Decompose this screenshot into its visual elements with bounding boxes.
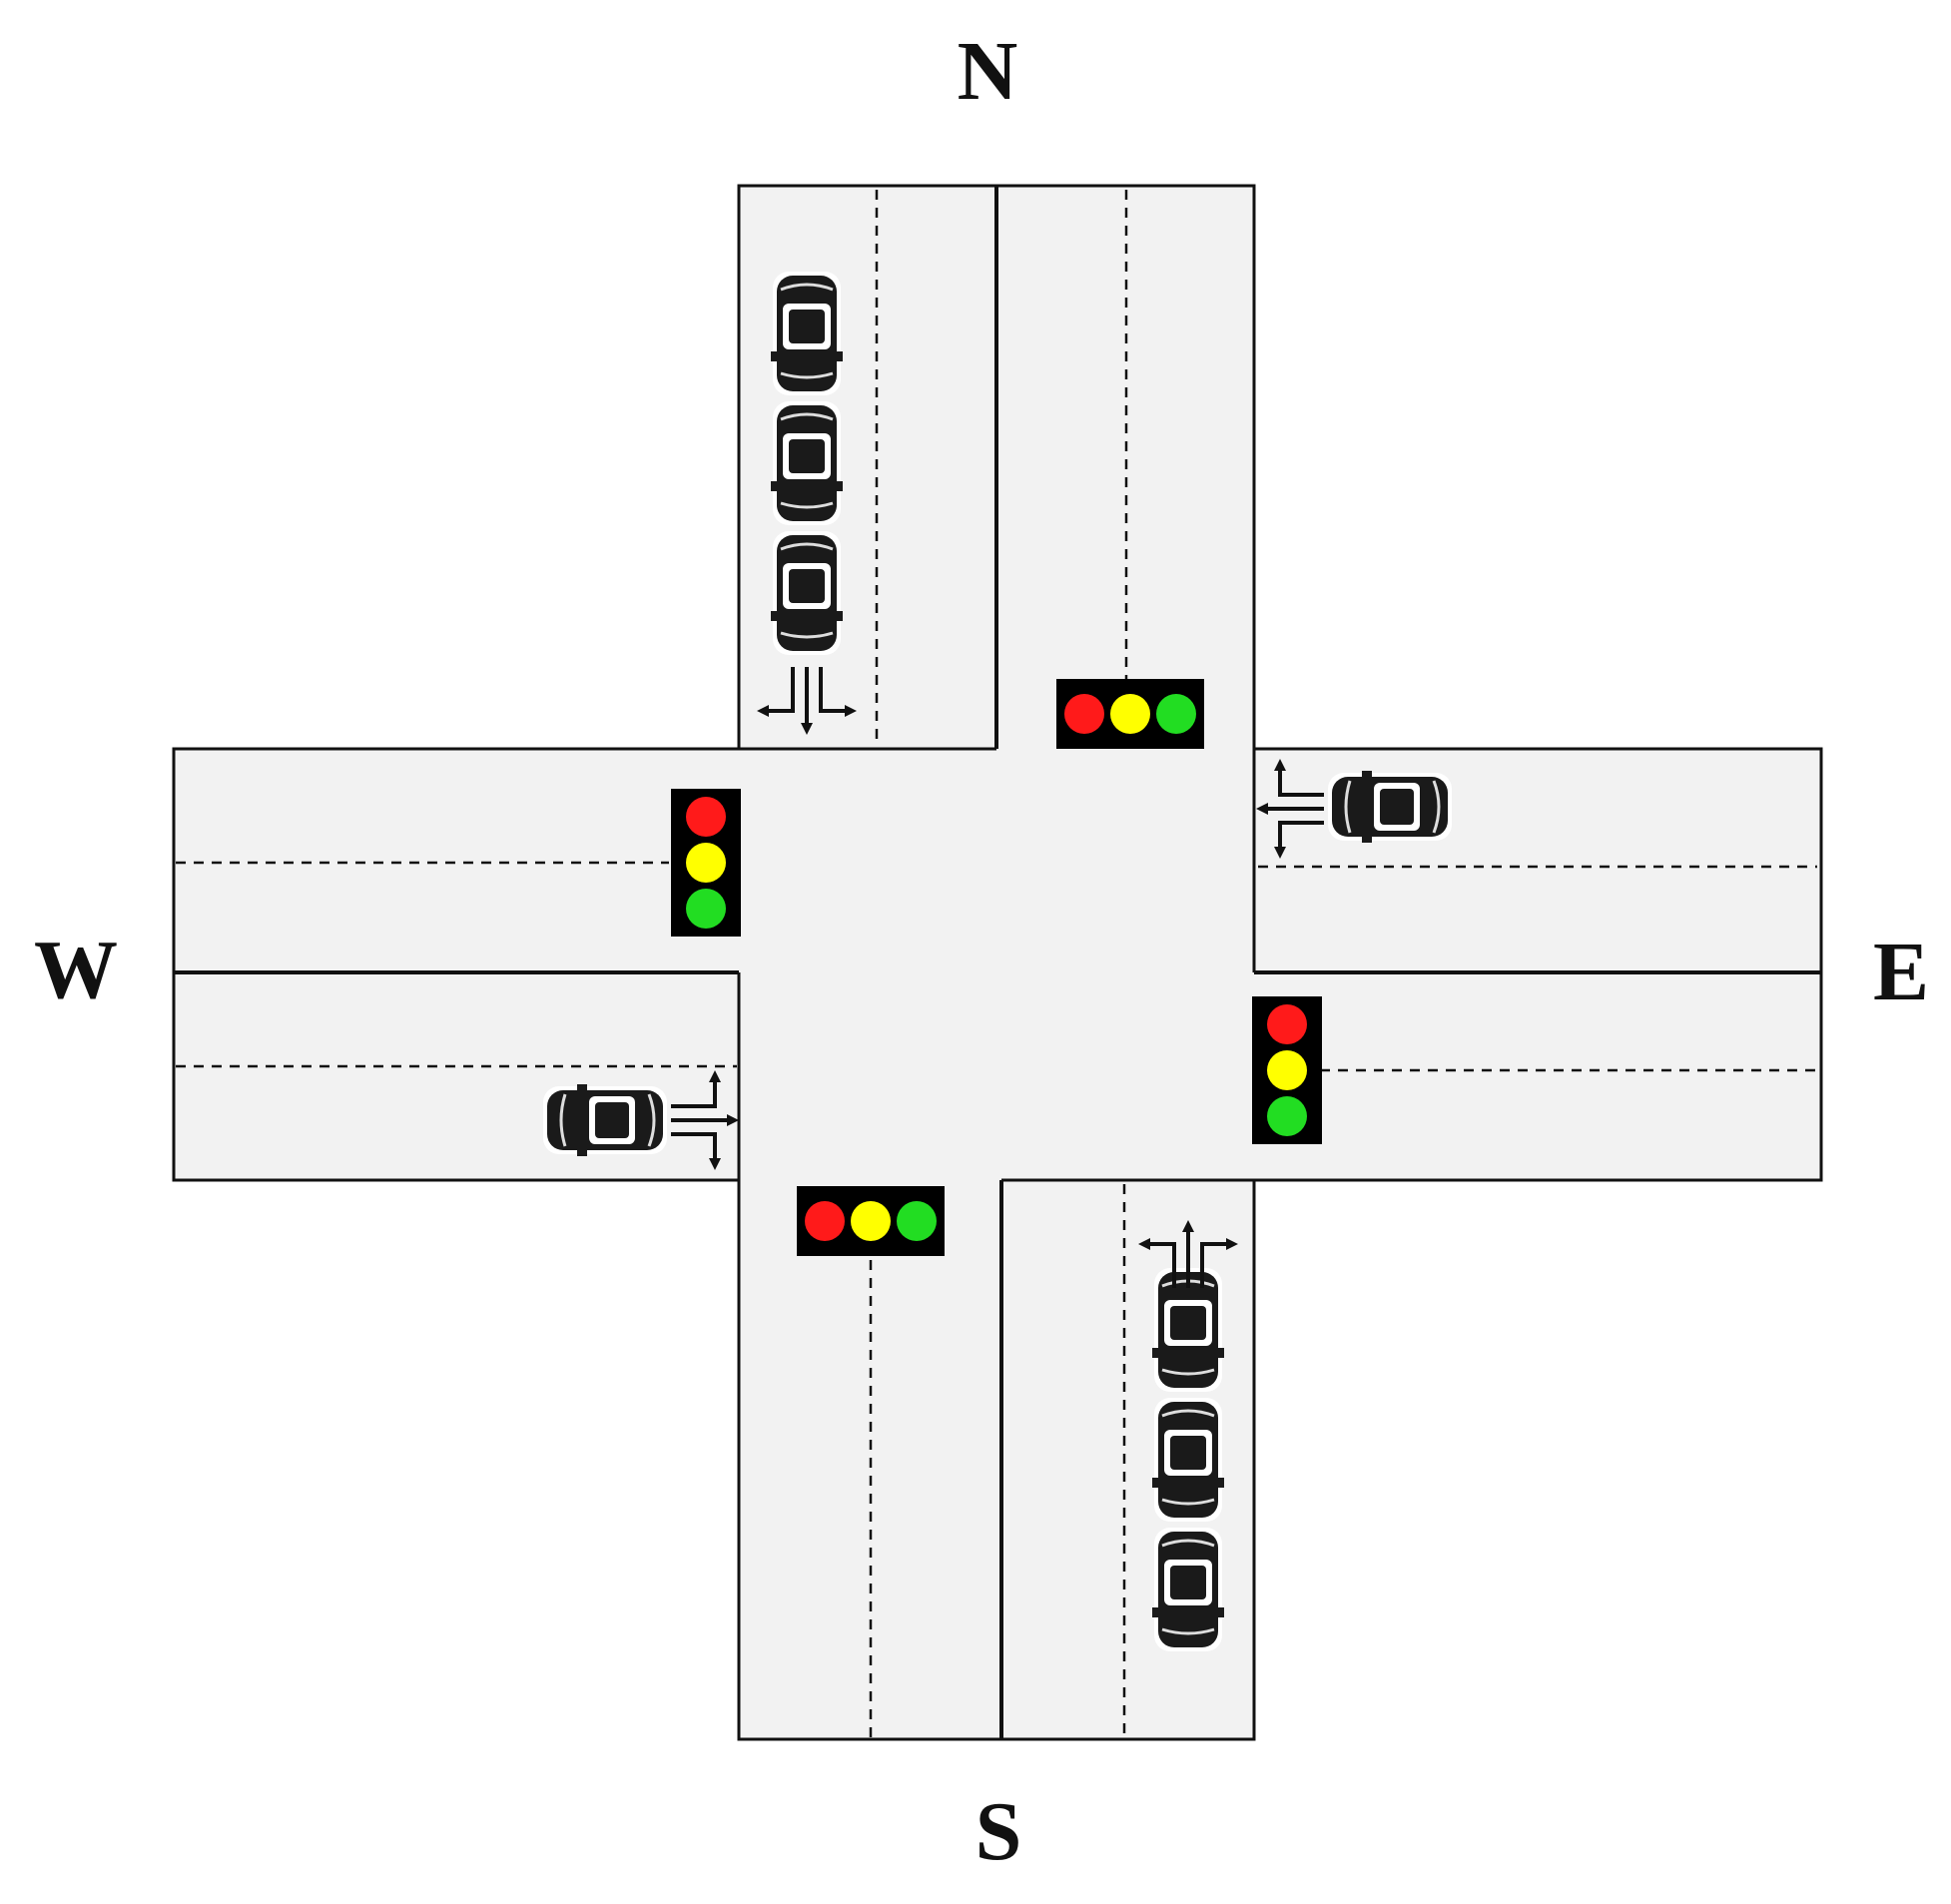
east-queue-car — [1326, 769, 1454, 845]
north-queue-car — [769, 529, 845, 657]
south-signal — [797, 1186, 945, 1256]
red-light — [686, 797, 726, 837]
compass-west-label: W — [34, 924, 118, 1016]
red-light — [1064, 694, 1104, 734]
compass-east-label: E — [1872, 926, 1930, 1018]
car-icon — [1150, 1396, 1226, 1524]
car-icon — [541, 1082, 669, 1158]
south-queue-car — [1150, 1396, 1226, 1524]
green-light — [686, 889, 726, 929]
south-queue-car — [1150, 1526, 1226, 1653]
north-queue-car — [769, 270, 845, 397]
lane-markings — [174, 186, 1821, 1739]
car-icon — [1326, 769, 1454, 845]
car-icon — [769, 399, 845, 527]
traffic-signals — [671, 679, 1322, 1256]
east-signal — [1252, 996, 1322, 1144]
car-icon — [769, 529, 845, 657]
green-light — [897, 1201, 937, 1241]
car-icon — [1150, 1526, 1226, 1653]
west-signal — [671, 789, 741, 937]
green-light — [1267, 1096, 1307, 1136]
green-light — [1156, 694, 1196, 734]
compass-south-label: S — [975, 1785, 1022, 1878]
yellow-light — [851, 1201, 891, 1241]
red-light — [805, 1201, 845, 1241]
east-west-road — [174, 749, 1821, 1180]
north-signal — [1056, 679, 1204, 749]
car-icon — [769, 270, 845, 397]
yellow-light — [1110, 694, 1150, 734]
yellow-light — [686, 843, 726, 883]
compass-north-label: N — [957, 25, 1018, 118]
red-light — [1267, 1004, 1307, 1044]
north-queue-car — [769, 399, 845, 527]
west-queue-car — [541, 1082, 669, 1158]
yellow-light — [1267, 1050, 1307, 1090]
